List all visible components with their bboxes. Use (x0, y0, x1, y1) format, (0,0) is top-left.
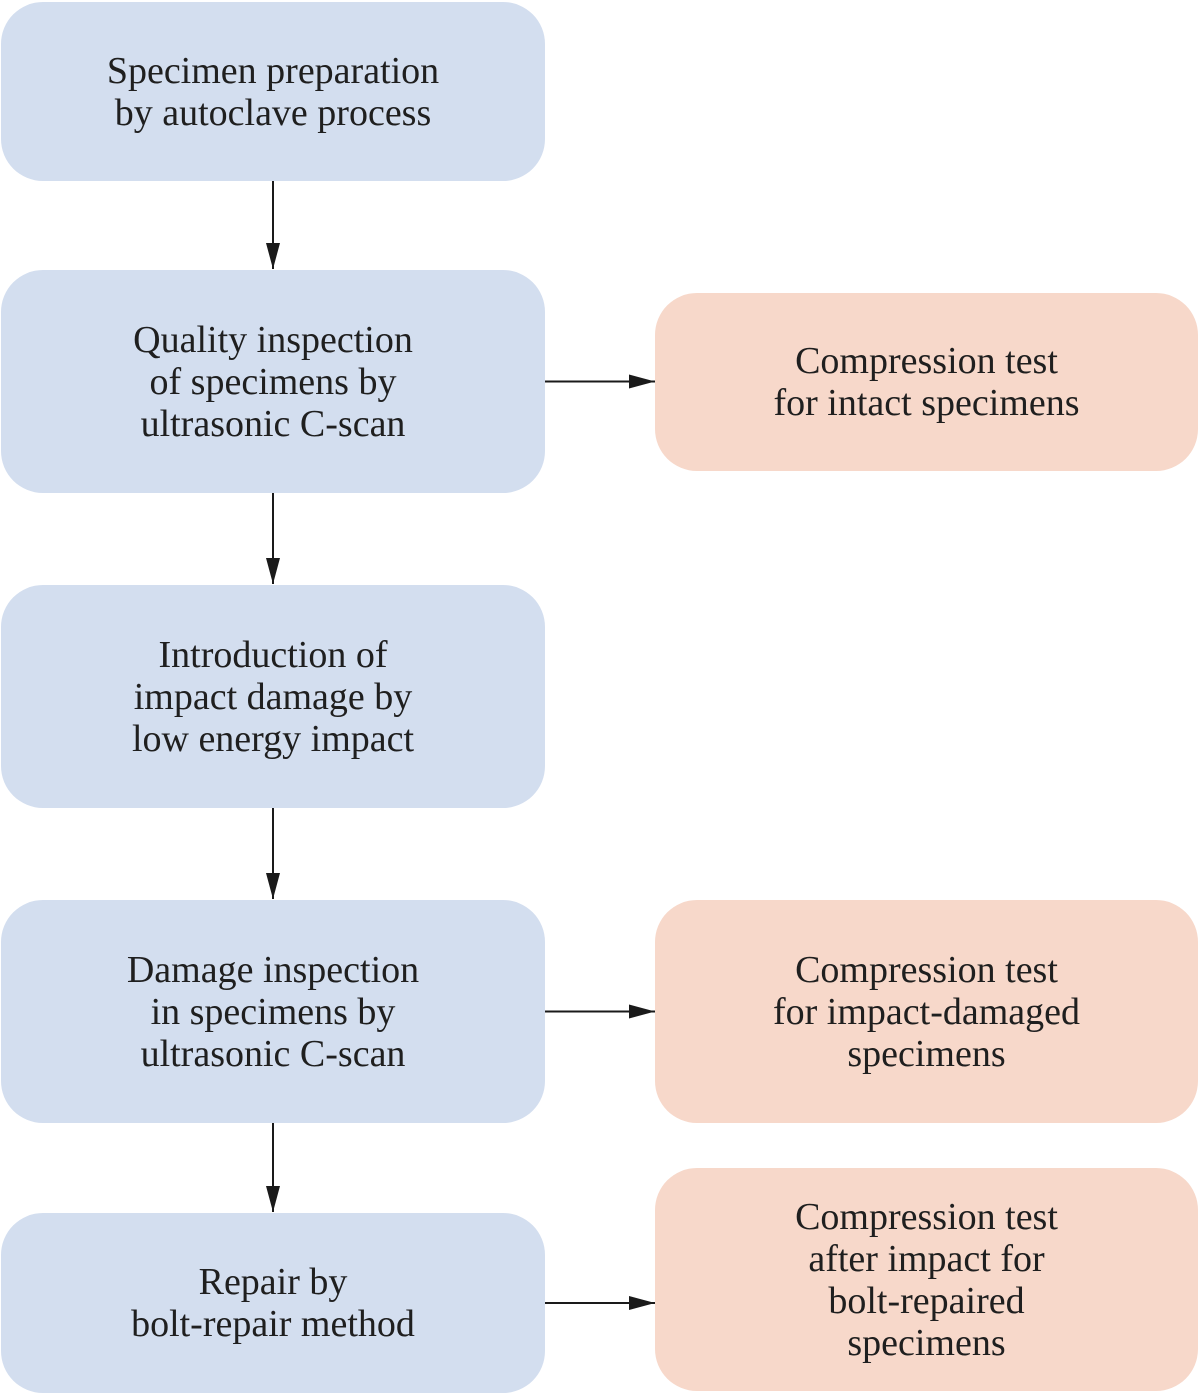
node-bolt-repair: Repair by bolt-repair method (1, 1213, 545, 1393)
node-label-line: of specimens by (149, 360, 397, 403)
node-compression-damaged: Compression test for impact-damaged spec… (655, 900, 1198, 1123)
node-label-line: Repair by (198, 1261, 348, 1303)
node-label-line: Introduction of (158, 633, 388, 676)
node-label-line: Damage inspection (126, 948, 420, 991)
node-label-line: bolt-repair method (131, 1303, 415, 1345)
node-damage-inspection: Damage inspection in specimens by ultras… (1, 900, 545, 1123)
node-label-line: for intact specimens (773, 382, 1080, 424)
node-quality-inspection: Quality inspection of specimens by ultra… (1, 270, 545, 493)
node-specimen-preparation: Specimen preparation by autoclave proces… (1, 2, 545, 181)
node-label-line: Compression test (795, 1195, 1058, 1238)
node-label-line: Compression test (795, 948, 1058, 991)
node-compression-intact: Compression test for intact specimens (655, 293, 1198, 471)
node-label-line: after impact for (808, 1237, 1045, 1280)
node-label-line: in specimens by (150, 990, 396, 1033)
node-impact-introduction: Introduction of impact damage by low ene… (1, 585, 545, 808)
node-label-line: by autoclave process (114, 91, 432, 134)
node-label-line: impact damage by (133, 675, 413, 718)
node-label-line: low energy impact (131, 717, 415, 760)
node-label-line: bolt-repaired (828, 1279, 1025, 1322)
node-label-line: ultrasonic C-scan (140, 1032, 406, 1075)
node-label-line: specimens (847, 1321, 1006, 1364)
node-label-line: Compression test (795, 340, 1058, 382)
node-label-line: ultrasonic C-scan (140, 402, 406, 445)
node-label-line: Specimen preparation (106, 49, 440, 92)
node-compression-repaired: Compression test after impact for bolt-r… (655, 1168, 1198, 1391)
node-label-line: for impact-damaged (772, 990, 1081, 1033)
node-label-line: Quality inspection (133, 318, 413, 361)
node-label-line: specimens (847, 1032, 1006, 1075)
